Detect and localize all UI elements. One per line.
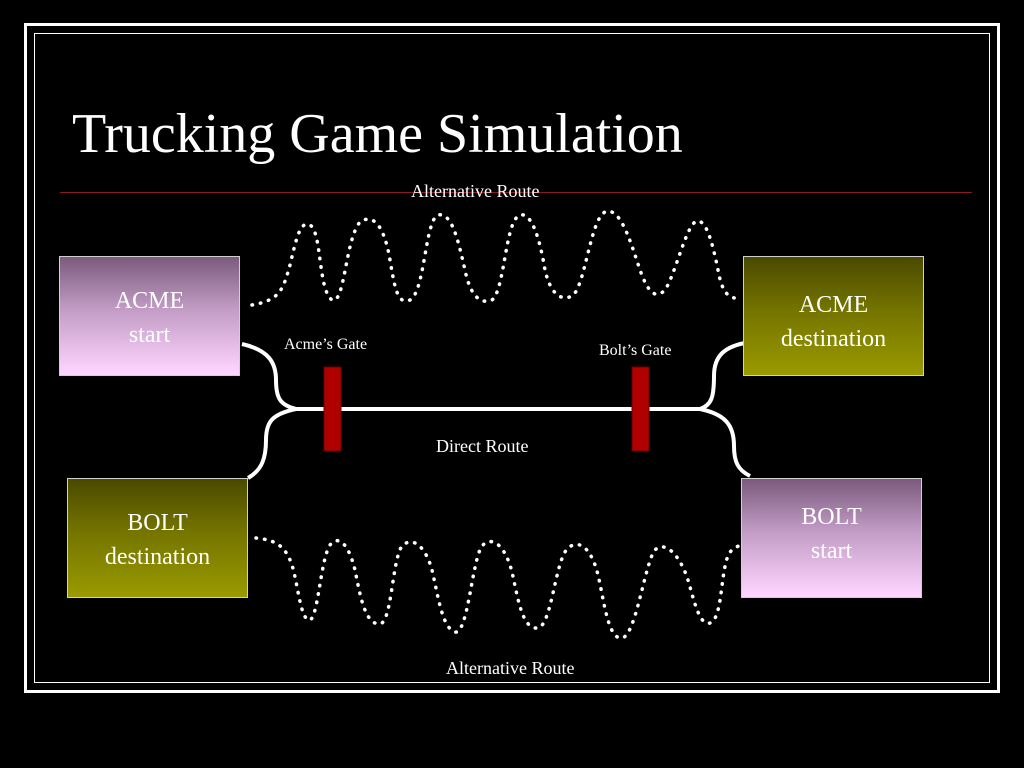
acme-destination-box: ACME destination: [743, 256, 924, 376]
bolt-start-box: BOLT start: [741, 478, 922, 598]
connector-bolt-destination: [246, 407, 297, 480]
acme-start-line1: ACME: [114, 288, 185, 314]
bolt-destination-line1: BOLT: [127, 510, 188, 536]
alternative-route-bottom-label: Alternative Route: [446, 658, 575, 678]
alternative-route-top-label: Alternative Route: [411, 181, 540, 201]
slide-title: Trucking Game Simulation: [72, 103, 683, 165]
connector-acme-destination: [699, 340, 751, 411]
acme-start-box: ACME start: [59, 256, 240, 376]
acme-gate-label: Acme’s Gate: [284, 336, 368, 353]
alternative-route-top: [250, 209, 744, 307]
slide-inner-frame: [34, 33, 990, 683]
acme-gate: [323, 366, 342, 452]
connector-acme-start: [241, 342, 297, 411]
bolt-start-line2: start: [810, 537, 853, 564]
bolt-destination-line2: destination: [104, 543, 211, 570]
acme-start-line2: start: [128, 321, 171, 348]
bolt-gate-label: Bolt’s Gate: [599, 342, 672, 359]
direct-route-label: Direct Route: [436, 436, 529, 456]
bolt-gate: [631, 366, 650, 452]
title-underline: [60, 192, 972, 193]
acme-destination-line1: ACME: [798, 292, 869, 318]
bolt-start-line1: BOLT: [801, 504, 862, 530]
acme-destination-line2: destination: [780, 325, 887, 352]
slide-outer-frame: [24, 23, 1000, 693]
connector-bolt-start: [699, 407, 751, 478]
alternative-route-bottom: [254, 536, 748, 640]
bolt-destination-box: BOLT destination: [67, 478, 248, 598]
